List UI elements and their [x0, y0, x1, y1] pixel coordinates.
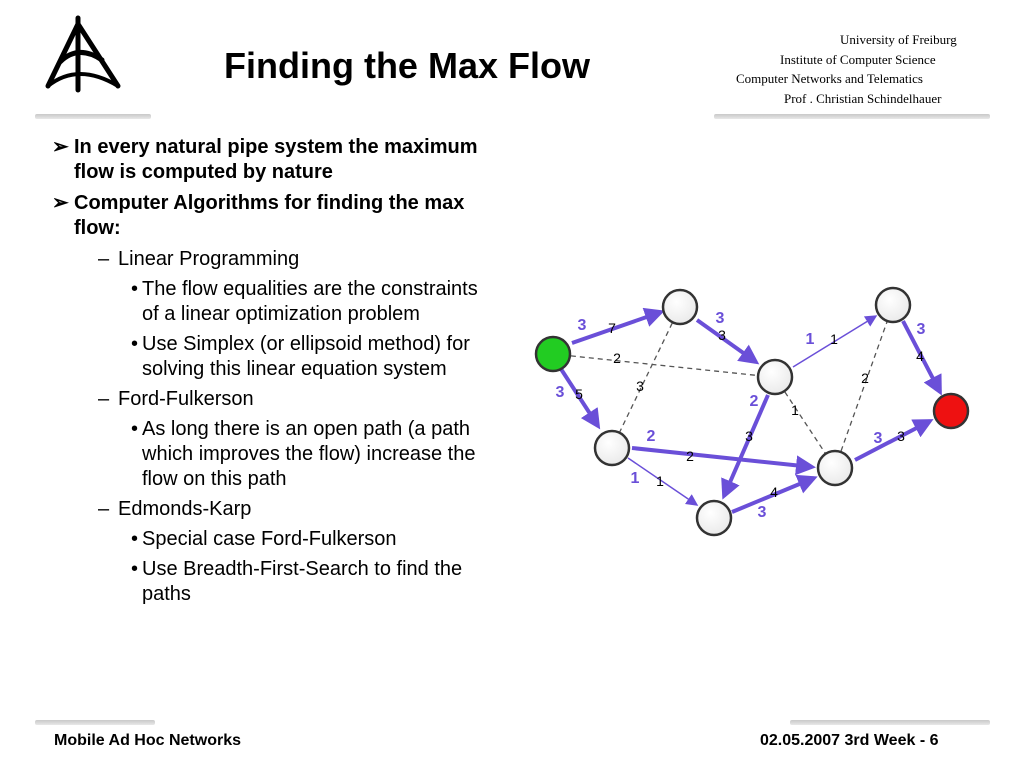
- bullet-item: –Edmonds-Karp: [52, 497, 492, 522]
- dash-bullet-icon: –: [98, 248, 110, 270]
- flow-network-diagram: 7 3 2 5 3 1 3 1 2 4 2 1 4 3 3 3 3 1 2 3 …: [534, 286, 970, 537]
- professor-name: Prof . Christian Schindelhauer: [784, 90, 942, 106]
- bullet-text: Special case Ford-Fulkerson: [142, 528, 397, 550]
- sink-node: [932, 392, 970, 430]
- footer-course-name: Mobile Ad Hoc Networks: [54, 732, 241, 749]
- node-f: [695, 499, 733, 537]
- bullet-item: •As long there is an open path (a path w…: [52, 417, 492, 492]
- capacity-label: 3: [718, 327, 726, 343]
- edge-c-f: [721, 394, 770, 500]
- department-name: Computer Networks and Telematics: [736, 71, 923, 86]
- capacity-label: 3: [897, 428, 905, 444]
- bullet-text: Ford-Fulkerson: [118, 388, 254, 410]
- dot-bullet-icon: •: [131, 528, 139, 550]
- edge-a-c: [695, 318, 760, 365]
- bullet-text: Computer Algorithms for finding the max …: [74, 192, 465, 239]
- arrow-bullet-icon: ➢: [52, 136, 69, 158]
- flow-label: 3: [917, 321, 926, 338]
- flow-label: 1: [806, 331, 815, 348]
- footer-rule-left: [35, 720, 155, 725]
- bullet-text: Edmonds-Karp: [118, 498, 252, 520]
- footer-date-page: 02.05.2007 3rd Week - 6: [760, 732, 939, 749]
- footer-rule-right: [790, 720, 990, 725]
- flow-label: 3: [578, 317, 587, 334]
- capacity-label: 4: [770, 484, 778, 500]
- capacity-label: 3: [636, 378, 644, 394]
- flow-label: 3: [556, 384, 565, 401]
- bullet-text: Use Breadth-First-Search to find the pat…: [142, 558, 463, 605]
- bullet-text: In every natural pipe system the maximum…: [74, 136, 478, 183]
- edge-s-a: [571, 307, 665, 345]
- dot-bullet-icon: •: [131, 333, 139, 355]
- bullet-list: ➢In every natural pipe system the maximu…: [52, 135, 492, 612]
- flow-label: 3: [874, 430, 883, 447]
- edge-e-d: [834, 304, 894, 469]
- edge-s-c: [552, 353, 773, 378]
- capacity-label: 2: [861, 370, 869, 386]
- institution-block: University of Freiburg Institute of Comp…: [728, 30, 988, 108]
- bullet-item: –Ford-Fulkerson: [52, 387, 492, 412]
- flow-label: 1: [631, 470, 640, 487]
- header-rule-left: [35, 114, 151, 119]
- dash-bullet-icon: –: [98, 498, 110, 520]
- capacity-label: 1: [656, 473, 664, 489]
- bullet-text: As long there is an open path (a path wh…: [142, 418, 476, 490]
- capacity-label: 2: [686, 448, 694, 464]
- edge-a-b: [611, 306, 681, 449]
- edge-s-b: [559, 367, 601, 430]
- bullet-item: ➢Computer Algorithms for finding the max…: [52, 191, 492, 241]
- capacity-label: 7: [608, 320, 616, 336]
- university-name: University of Freiburg: [840, 32, 957, 47]
- edge-e-t: [854, 419, 934, 462]
- edge-d-t: [901, 320, 942, 396]
- flow-label: 3: [758, 504, 767, 521]
- edge-b-f: [627, 457, 699, 506]
- capacity-label: 3: [745, 428, 753, 444]
- bullet-item: •Use Breadth-First-Search to find the pa…: [52, 557, 492, 607]
- edge-f-e: [731, 474, 818, 514]
- edge-b-e: [631, 446, 816, 476]
- node-b: [593, 429, 631, 467]
- dash-bullet-icon: –: [98, 388, 110, 410]
- bullet-text: The flow equalities are the constraints …: [142, 278, 478, 325]
- bullet-item: •Special case Ford-Fulkerson: [52, 527, 492, 552]
- bullet-item: ➢In every natural pipe system the maximu…: [52, 135, 492, 185]
- bullet-text: Linear Programming: [118, 248, 300, 270]
- bullet-item: •Use Simplex (or ellipsoid method) for s…: [52, 332, 492, 382]
- page-title: Finding the Max Flow: [224, 45, 590, 86]
- dot-bullet-icon: •: [131, 558, 139, 580]
- flow-label: 2: [647, 428, 656, 445]
- capacity-label: 1: [830, 331, 838, 347]
- node-a: [661, 288, 699, 326]
- source-node: [534, 335, 572, 373]
- edge-c-d: [792, 315, 878, 368]
- arrow-bullet-icon: ➢: [52, 192, 69, 214]
- node-d: [874, 286, 912, 324]
- capacity-label: 5: [575, 386, 583, 402]
- bullet-text: Use Simplex (or ellipsoid method) for so…: [142, 333, 470, 380]
- dot-bullet-icon: •: [131, 278, 139, 300]
- university-logo-icon: [45, 15, 121, 93]
- bullet-item: –Linear Programming: [52, 247, 492, 272]
- flow-label: 3: [716, 310, 725, 327]
- node-c: [756, 358, 794, 396]
- header-rule-right: [714, 114, 990, 119]
- node-e: [816, 449, 854, 487]
- flow-label: 2: [750, 393, 759, 410]
- capacity-label: 2: [613, 350, 621, 366]
- capacity-label: 1: [791, 402, 799, 418]
- institute-name: Institute of Computer Science: [780, 51, 936, 67]
- capacity-label: 4: [916, 348, 924, 364]
- dot-bullet-icon: •: [131, 418, 139, 440]
- bullet-item: •The flow equalities are the constraints…: [52, 277, 492, 327]
